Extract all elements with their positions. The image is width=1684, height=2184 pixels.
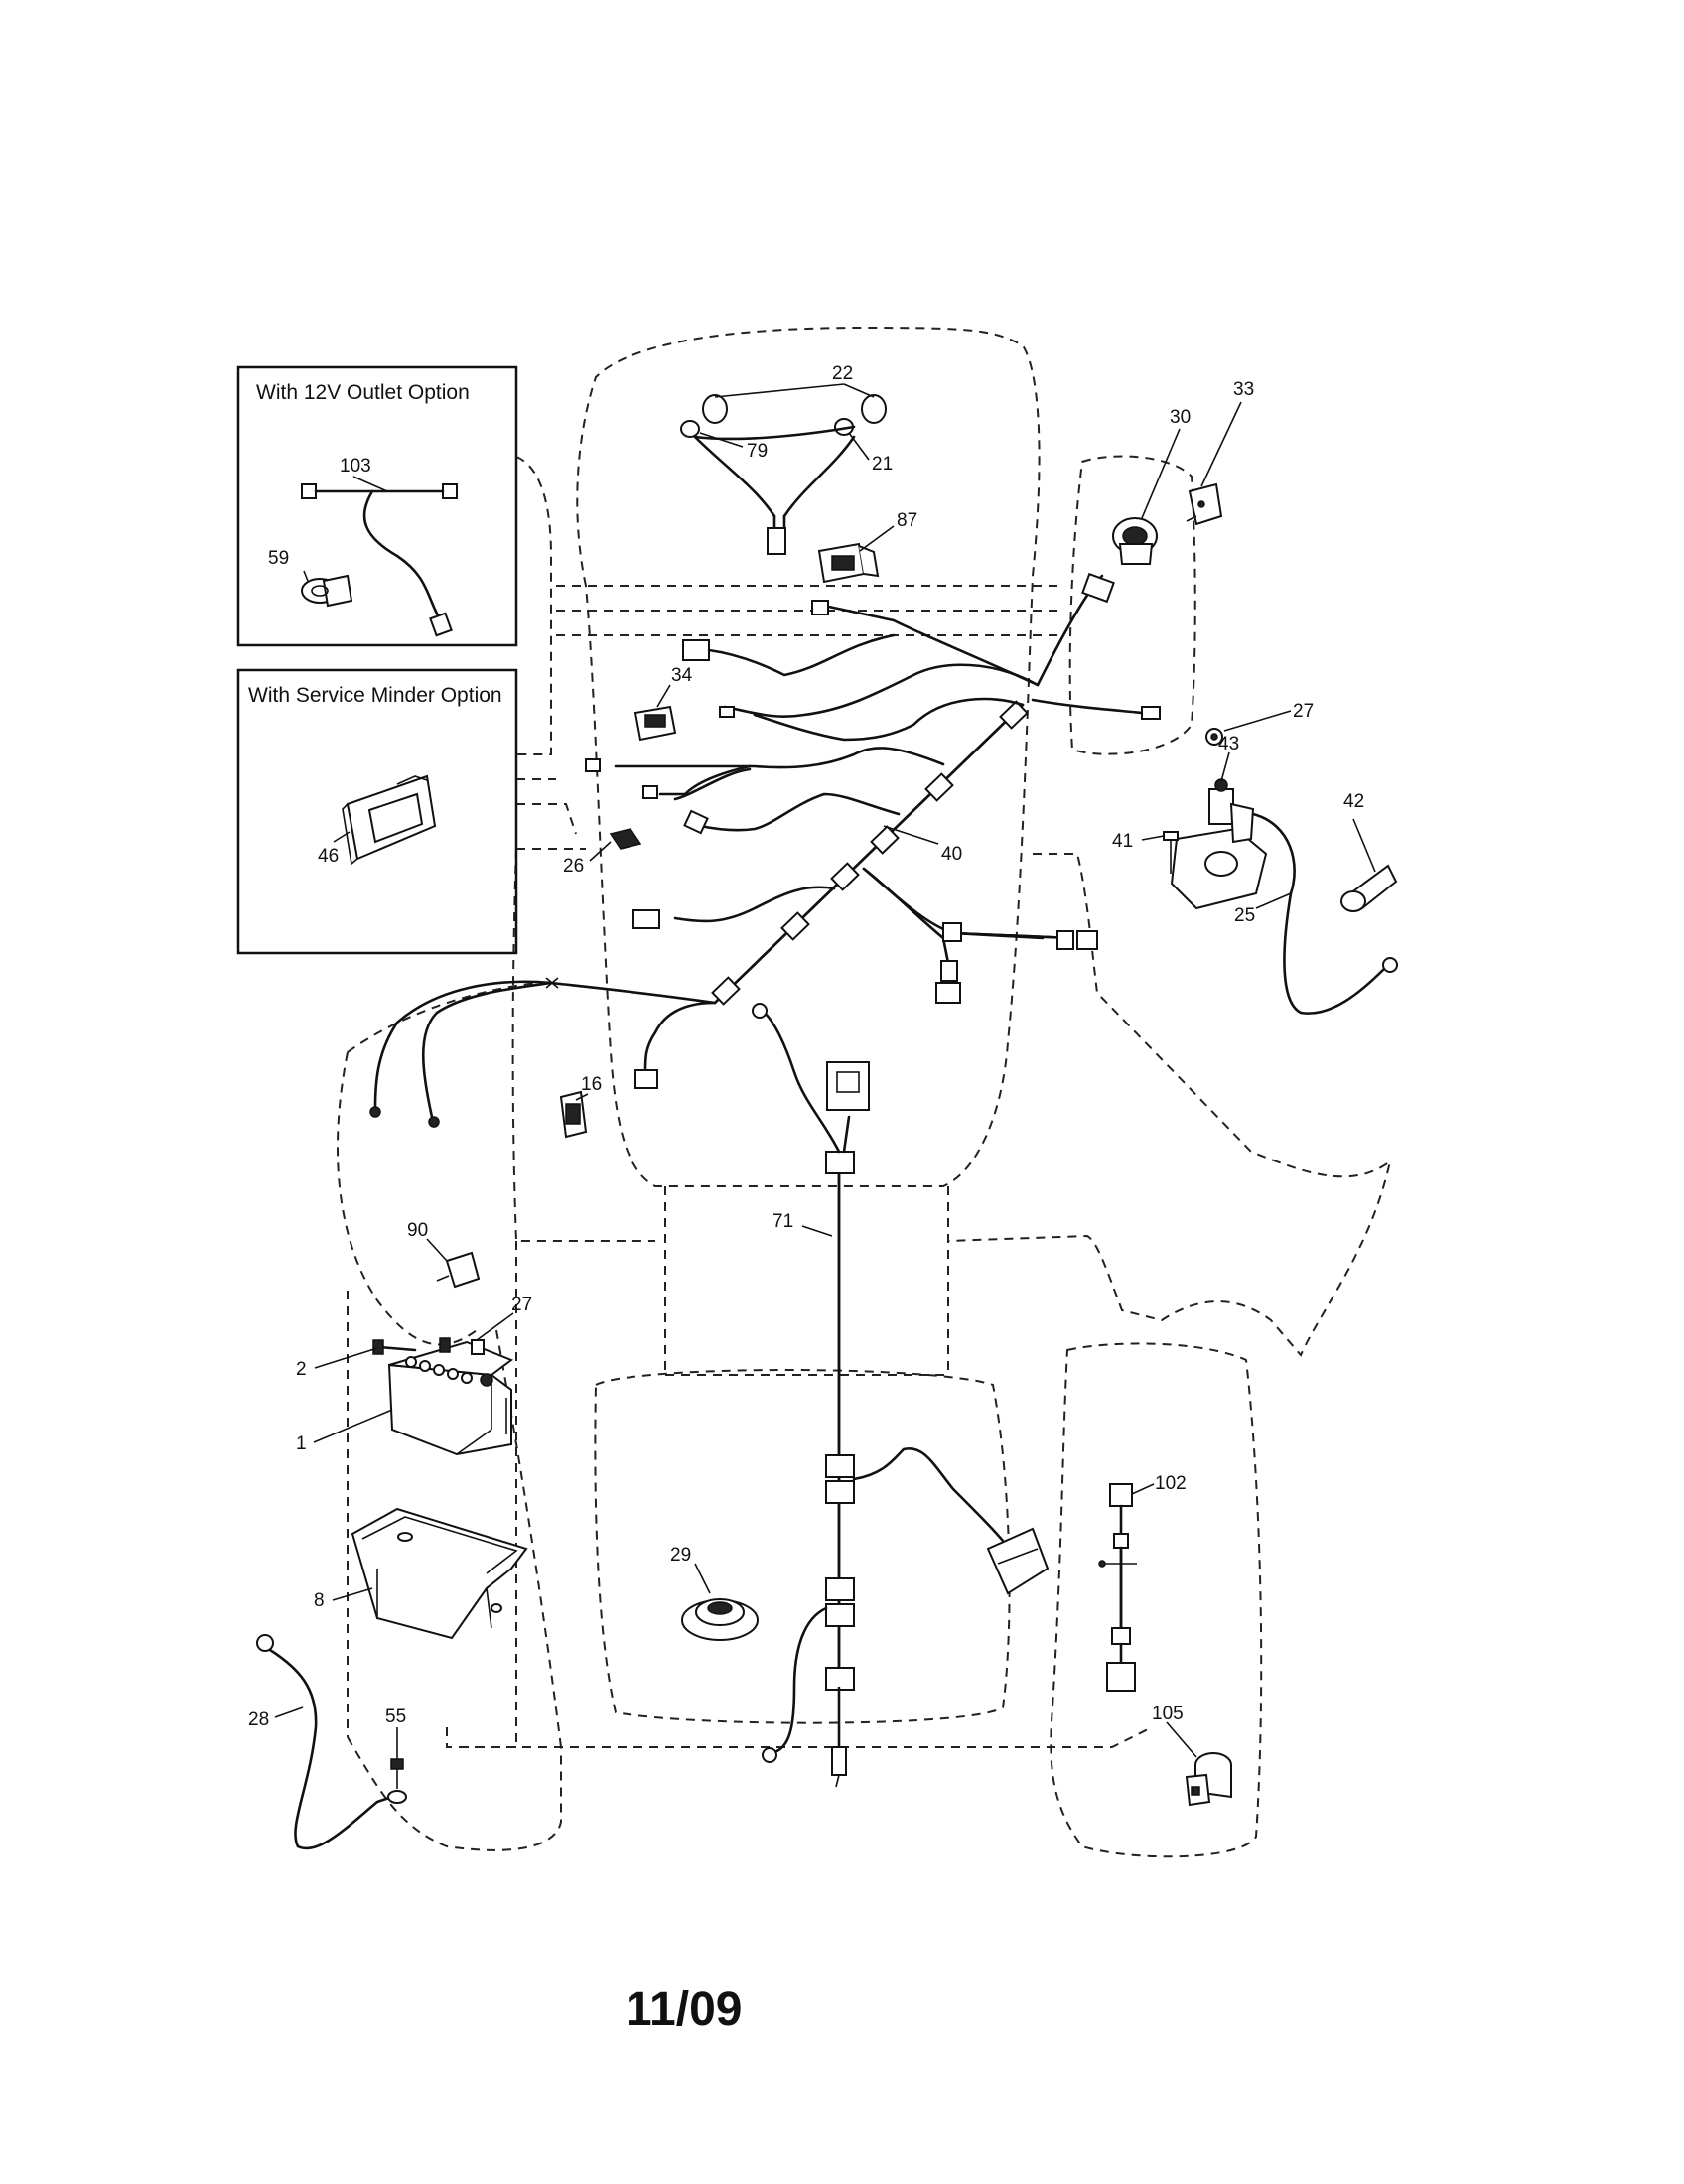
part-label-71: 71 [772,1211,793,1232]
part-label-33: 33 [1233,379,1254,400]
battery-tray-8 [351,1507,528,1640]
plug-90 [436,1251,481,1289]
switch-34 [633,705,677,742]
option-box-title: With Service Minder Option [248,684,502,707]
part-label-16: 16 [581,1074,602,1095]
part-label-42: 42 [1343,791,1364,812]
main-wiring-harness-40 [369,572,1161,1128]
part-labels: 22 79 21 33 30 87 34 27 43 42 41 40 26 2… [248,363,1364,1730]
screw-2 [372,1339,417,1355]
option-box-12v-outlet: With 12V Outlet Option [236,365,518,647]
chassis-outline [337,326,1392,1858]
option-box-title: With 12V Outlet Option [256,381,470,404]
part-label-87: 87 [897,510,917,531]
part-label-102: 102 [1155,1473,1187,1494]
part-label-28: 28 [248,1709,269,1730]
connector-26 [609,828,642,850]
center-harness-71 [752,1003,1050,1788]
bolt-55 [390,1758,404,1789]
ignition-switch-30 [1112,517,1158,565]
battery-1 [387,1337,514,1456]
switch-87 [817,542,880,584]
part-label-29: 29 [670,1545,691,1566]
part-label-55: 55 [385,1706,406,1727]
nut-27-battery [471,1339,485,1355]
part-label-41: 41 [1112,831,1133,852]
option-box-service-minder: With Service Minder Option [236,668,518,955]
part-label-22: 22 [832,363,853,384]
battery-cable-28 [256,1634,407,1850]
nut-27-top [1205,728,1223,746]
part-label-2: 2 [296,1359,307,1380]
part-label-105: 105 [1152,1704,1184,1724]
relay-16 [559,1090,588,1139]
part-label-40: 40 [941,844,962,865]
part-label-79: 79 [747,441,768,462]
part-label-21: 21 [872,454,893,475]
harness-102 [1098,1483,1137,1692]
solenoid-43 [1170,778,1268,910]
solenoid-105 [1185,1752,1232,1807]
part-label-27: 27 [511,1295,532,1315]
part-label-59: 59 [268,548,289,569]
terminal-boot-42 [1340,864,1398,912]
part-label-103: 103 [340,456,371,477]
part-label-8: 8 [314,1590,325,1611]
part-label-46: 46 [318,846,339,867]
part-label-25: 25 [1234,905,1255,926]
headlight-harness [680,394,887,555]
part-label-26: 26 [563,856,584,877]
part-label-34: 34 [671,665,693,686]
part-label-30: 30 [1170,407,1191,428]
cable-25 [1251,812,1398,1015]
part-label-43: 43 [1218,734,1239,754]
part-label-1: 1 [296,1433,307,1454]
diagram-date-code: 11/09 [626,1983,742,2036]
part-label-27: 27 [1293,701,1314,722]
part-label-90: 90 [407,1220,428,1241]
leader-lines [274,383,1376,1759]
grommet-29 [681,1598,759,1641]
key-33 [1186,482,1223,526]
